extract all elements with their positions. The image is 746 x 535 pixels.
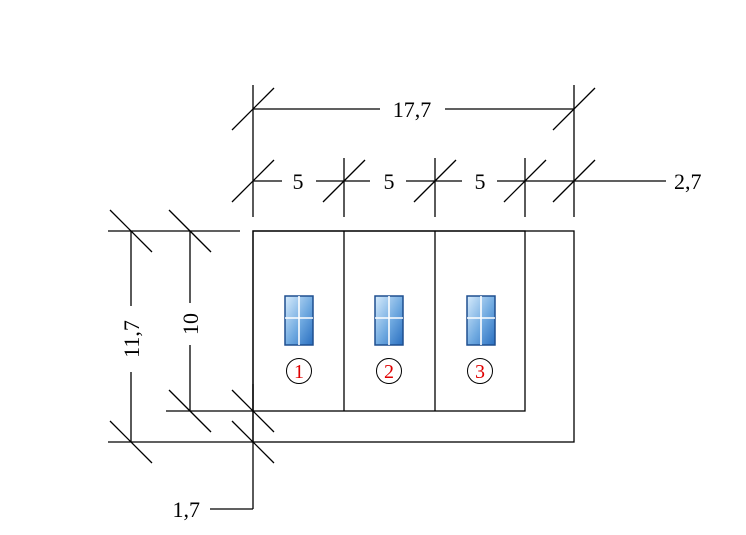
window-icon bbox=[284, 295, 314, 346]
module-1: 1 bbox=[284, 295, 314, 384]
overall-width-label: 17,7 bbox=[393, 97, 432, 122]
dimension-heights: 11,7 10 bbox=[108, 209, 253, 464]
remainder-width-label: 2,7 bbox=[674, 169, 702, 194]
dimension-module-widths: 5 5 5 2,7 bbox=[231, 158, 702, 217]
module-number: 3 bbox=[475, 361, 485, 383]
module-3-width-label: 5 bbox=[475, 169, 486, 194]
module-3: 3 bbox=[466, 295, 496, 384]
module-2-width-label: 5 bbox=[384, 169, 395, 194]
bottom-offset-label: 1,7 bbox=[173, 497, 201, 522]
module-block bbox=[252, 230, 526, 412]
module-1-width-label: 5 bbox=[293, 169, 304, 194]
module-number: 2 bbox=[384, 361, 394, 383]
window-icon bbox=[466, 295, 496, 346]
dimension-bottom-offset: 1,7 bbox=[173, 384, 275, 522]
overall-height-label: 11,7 bbox=[119, 320, 144, 358]
module-height-label: 10 bbox=[178, 313, 203, 335]
dimension-overall-width: 17,7 bbox=[231, 85, 596, 217]
module-2: 2 bbox=[374, 295, 404, 384]
window-icon bbox=[374, 295, 404, 346]
module-number: 1 bbox=[294, 361, 304, 383]
